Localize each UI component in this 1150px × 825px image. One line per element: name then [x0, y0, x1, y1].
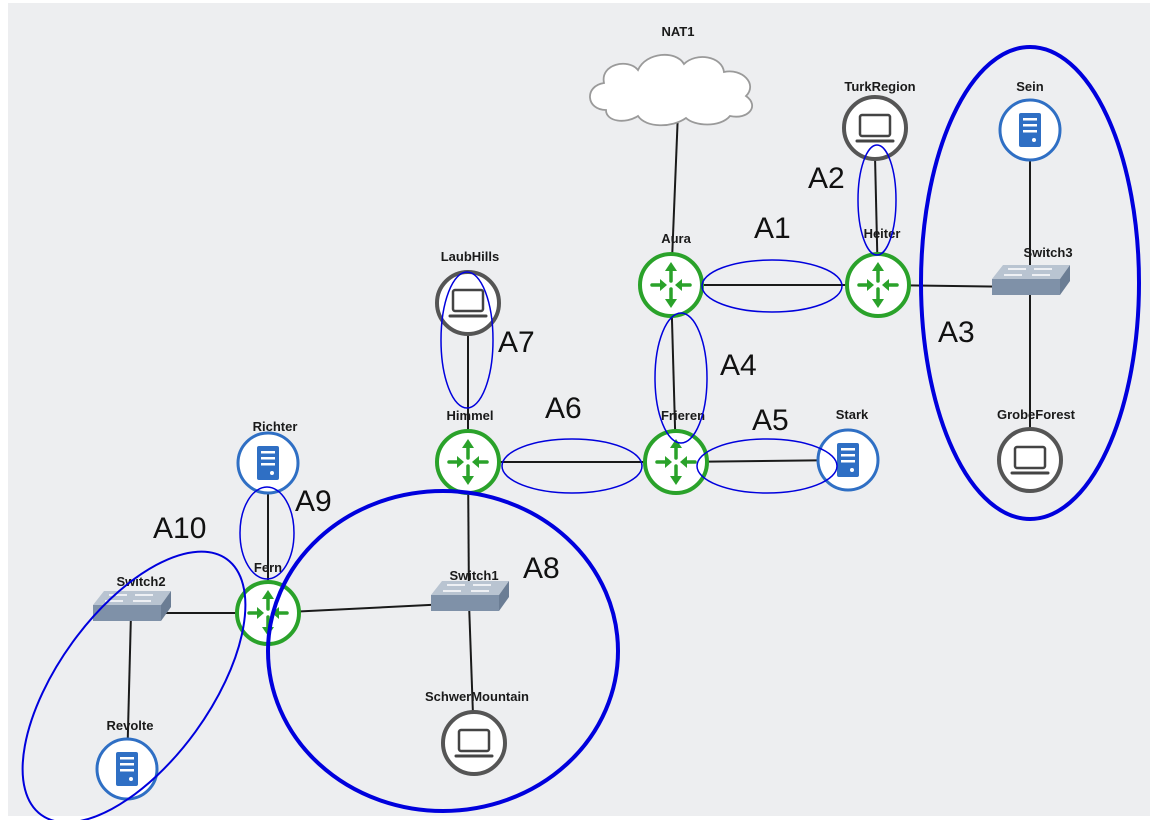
area-a3-label: A3 [938, 316, 975, 349]
area-a1-label: A1 [754, 212, 791, 245]
schwermountain-label: SchwerMountain [425, 689, 529, 704]
turkregion-pc-icon[interactable] [842, 95, 908, 161]
switch1-icon[interactable] [430, 580, 510, 612]
revolte-server-icon[interactable] [95, 737, 159, 801]
schwermountain-pc-icon[interactable] [441, 710, 507, 776]
switch1-label: Switch1 [449, 568, 498, 583]
area-a5-label: A5 [752, 404, 789, 437]
area-a7-label: A7 [498, 326, 535, 359]
area-a5-outline [696, 438, 838, 494]
sein-label: Sein [1016, 79, 1044, 94]
laubhills-pc-icon[interactable] [435, 270, 501, 336]
fern-label: Fern [254, 560, 282, 575]
area-a9-label: A9 [295, 485, 332, 518]
frieren-label: Frieren [661, 408, 705, 423]
area-a7-outline [440, 271, 494, 409]
stark-server-icon[interactable] [816, 428, 880, 492]
turkregion-label: TurkRegion [844, 79, 915, 94]
nat1-cloud[interactable] [589, 53, 753, 127]
revolte-label: Revolte [107, 718, 154, 733]
himmel-label: Himmel [447, 408, 494, 423]
grobeforest-pc-icon[interactable] [997, 427, 1063, 493]
area-a2-outline [857, 144, 897, 256]
aura-router-icon[interactable] [638, 252, 704, 318]
switch2-icon[interactable] [92, 590, 172, 622]
area-a10-label: A10 [153, 512, 206, 545]
grobeforest-label: GrobeForest [997, 407, 1076, 422]
area-a9-outline [239, 486, 295, 580]
area-a3-outline [919, 45, 1141, 521]
richter-server-icon[interactable] [236, 431, 300, 495]
area-a6-label: A6 [545, 392, 582, 425]
area-a4-label: A4 [720, 349, 757, 382]
area-a4-outline [654, 312, 708, 444]
canvas-background [8, 3, 1150, 816]
area-a6-outline [501, 438, 643, 494]
sein-server-icon[interactable] [998, 98, 1062, 162]
switch2-label: Switch2 [116, 574, 165, 589]
heiter-router-icon[interactable] [845, 252, 911, 318]
richter-label: Richter [253, 419, 298, 434]
area-a8-label: A8 [523, 552, 560, 585]
switch3-icon[interactable] [991, 264, 1071, 296]
area-a8-outline [266, 489, 620, 813]
area-a10-outline [21, 550, 247, 824]
area-a2-label: A2 [808, 162, 845, 195]
stark-label: Stark [836, 407, 869, 422]
switch3-label: Switch3 [1023, 245, 1072, 260]
aura-label: Aura [661, 231, 691, 246]
himmel-router-icon[interactable] [435, 429, 501, 495]
heiter-label: Heiter [864, 226, 901, 241]
nat1-label: NAT1 [662, 24, 695, 39]
laubhills-label: LaubHills [441, 249, 500, 264]
area-a1-outline [701, 259, 843, 313]
area-outlines [21, 45, 1141, 824]
